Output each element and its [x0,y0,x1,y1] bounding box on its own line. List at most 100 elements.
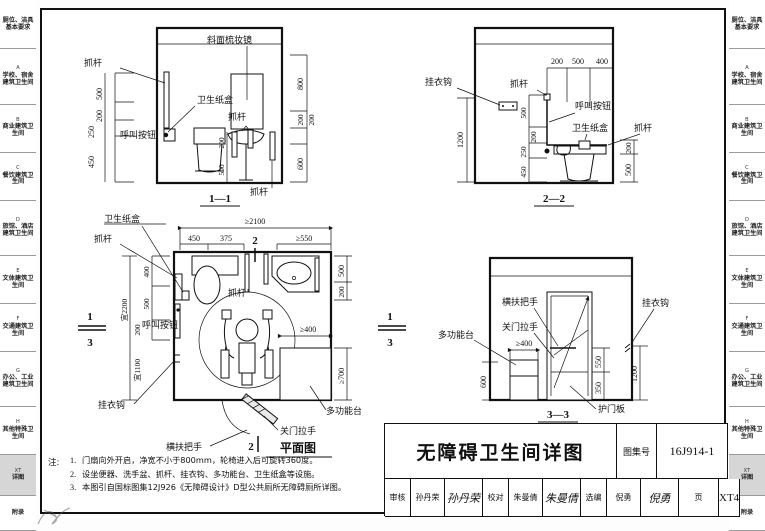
dim-1-1-left-1: 200 [95,110,104,122]
sidebar-letter-6: F [16,316,20,323]
plan-section-mark-left: 1 3 [78,311,106,349]
label-multitable-plan: 多功能台 [326,405,362,417]
label-callbtn-2-2: 呼叫按钮 [575,100,611,112]
dim-plan-top-0: 450 [188,234,200,243]
dim-2-2-left-0: 1200 [456,132,465,148]
dim-1-1-left-0: 500 [95,88,104,100]
dim-1-1-right-1: 200 [296,114,305,126]
dim-plan-left-overall-0: 宜2200 [119,299,129,322]
dim-2-2-top-1: 500 [572,57,584,66]
plan-title: 平面图 [280,441,316,455]
sidebar-label-8: 其他特殊卫生间 [2,426,34,440]
note-text-2: 设坐便器、洗手盆、抓杆、挂衣钩、多功能台、卫生纸盒等设施。 [82,468,320,479]
dim-2-2-mid-2: 250 [519,146,528,158]
label-callbtn-plan: 呼叫按钮 [142,319,178,331]
sidebar-r-letter-4: D [744,216,750,223]
review-label: 审核 [385,479,411,517]
label-grabbar-1-1-left: 抓杆 [84,57,102,69]
sidebar-r-item-8[interactable]: H 其他特殊卫生间 [729,407,765,456]
sidebar-r-item-5[interactable]: E 文体建筑卫生间 [729,255,765,304]
check-label: 校对 [483,479,509,517]
left-index-tabs: 厕位、洁具基本要求 A 学校、宿舍建筑卫生间 B 商业建筑卫生间 C 餐饮建筑卫… [0,0,36,531]
sidebar-item-2[interactable]: B 商业建筑卫生间 [0,104,36,153]
label-callbtn-1-1-a: 呼叫按钮 [120,129,156,141]
sidebar-r-item-6[interactable]: F 交通建筑卫生间 [729,303,765,353]
dim-1-1-inner-0: 200 [217,137,226,149]
dim-plan-right-0: 500 [337,265,346,277]
dim-3-3-0: ≥400 [516,339,532,348]
dim-plan-overall: ≥2100 [245,217,265,226]
sidebar-item-0[interactable]: 厕位、洁具基本要求 [0,0,36,50]
plan-sec-left-bottom: 3 [87,337,93,349]
sidebar-r-label-6: 交通建筑卫生间 [731,322,763,337]
section-3-3-drawing: ≥400 600 550 350 1200 横扶把 [438,258,669,422]
sidebar-item-7[interactable]: G 办公、工业建筑卫生间 [0,352,36,408]
dim-3-3-2: 550 [594,356,603,368]
label-doorpull-plan: 关门拉手 [280,425,316,437]
sidebar-r-item-1[interactable]: A 学校、宿舍建筑卫生间 [729,49,765,105]
note-text-3: 本图引自国标图集12J926《无障碍设计》D型公共厕所无障碍厕所详图。 [82,482,347,493]
sidebar-item-8[interactable]: H 其他特殊卫生间 [0,407,36,456]
sidebar-item-1[interactable]: A 学校、宿舍建筑卫生间 [0,49,36,105]
review-signature: 孙丹荣 [445,479,483,517]
right-index-tabs: 厕位、洁具基本要求 A 学校、宿舍建筑卫生间 B 商业建筑卫生间 C 餐饮建筑卫… [729,0,765,531]
sidebar-letter-7: G [15,367,21,374]
sidebar-label-9: 详图 [11,474,25,482]
dim-plan-left-1: 500 [142,298,151,310]
note-item-3: 3.本图引自国标图集12J926《无障碍设计》D型公共厕所无障碍厕所详图。 [70,482,347,493]
label-paperbox-1-1: 卫生纸盒 [197,94,233,106]
plan-section-mark-2-bottom: 2 [248,441,254,453]
sidebar-r-item-7[interactable]: G 办公、工业建筑卫生间 [729,352,765,408]
dim-1-1-left-3: 450 [87,156,96,168]
review-name: 孙丹荣 [411,479,445,517]
dim-2-2-top-0: 200 [551,57,563,66]
sidebar-letter-1: A [16,65,20,72]
section-3-3-title: 3—3 [547,409,570,421]
sidebar-item-appendix[interactable]: 附录 [0,496,36,531]
sidebar-item-xt[interactable]: XT 详图 [0,455,36,497]
editor-label: 选编 [581,479,607,517]
label-multitable-3-3: 多功能台 [438,329,474,341]
dim-plan-right-1: 200 [337,286,346,298]
editor-name: 倪勇 [607,479,641,517]
sidebar-label-3: 餐饮建筑卫生间 [2,171,34,186]
dim-plan-right-3: ≥700 [337,368,346,384]
dim-1-1-right-0: 800 [296,78,305,90]
sidebar-item-5[interactable]: E 文体建筑卫生间 [0,255,36,304]
page-label: 页 [679,479,719,517]
sidebar-r-item-4[interactable]: D 旅馆、酒店建筑卫生间 [729,200,765,256]
dim-2-2-mid-3: 450 [519,166,528,178]
plan-sec-right-top: 1 [387,311,393,323]
drawing-canvas: 500 200 250 450 800 200 200 600 [42,10,669,512]
plan-section-mark-2: 2 [252,235,258,247]
plan-sec-left-top: 1 [87,311,93,323]
sidebar-r-letter-9: XT [743,467,751,474]
sidebar-item-6[interactable]: F 交通建筑卫生间 [0,303,36,353]
sidebar-r-label-5: 文体建筑卫生间 [731,274,763,289]
sidebar-r-letter-7: G [744,367,750,374]
sidebar-r-label-0: 厕位、洁具基本要求 [731,16,763,31]
dim-1-1-left-2: 250 [87,126,96,138]
sidebar-r-item-0[interactable]: 厕位、洁具基本要求 [729,0,765,50]
label-grabbar-1-1-mid: 抓杆 [228,111,246,123]
note-text-1: 门扇向外开启，净宽不小于800mm，轮椅进入后可旋转360度。 [82,455,318,465]
dim-plan-left-2: 200 [133,324,142,336]
sidebar-r-label-7: 办公、工业建筑卫生间 [731,374,763,389]
handwritten-mark [34,498,74,528]
sidebar-r-letter-3: C [745,164,749,171]
dim-2-2-top-2: 400 [596,57,608,66]
sidebar-r-item-3[interactable]: C 餐饮建筑卫生间 [729,152,765,201]
label-grabbar-2-2-right: 抓杆 [634,122,652,134]
sidebar-letter-5: E [16,268,20,275]
section-2-2-drawing: 200 500 400 1200 500 200 [425,28,652,206]
sidebar-r-item-2[interactable]: B 商业建筑卫生间 [729,104,765,153]
label-coathook-plan: 挂衣钩 [98,399,125,411]
sidebar-item-3[interactable]: C 餐饮建筑卫生间 [0,152,36,201]
sidebar-r-letter-1: A [745,65,749,72]
label-grabbar-plan-left: 抓杆 [94,233,112,245]
sidebar-letter-4: D [15,216,21,223]
label-crosshandle-plan: 横扶把手 [166,441,202,453]
dim-2-2-right-1: 500 [624,164,633,176]
sidebar-label-7: 办公、工业建筑卫生间 [2,374,34,389]
sidebar-item-4[interactable]: D 旅馆、酒店建筑卫生间 [0,200,36,256]
